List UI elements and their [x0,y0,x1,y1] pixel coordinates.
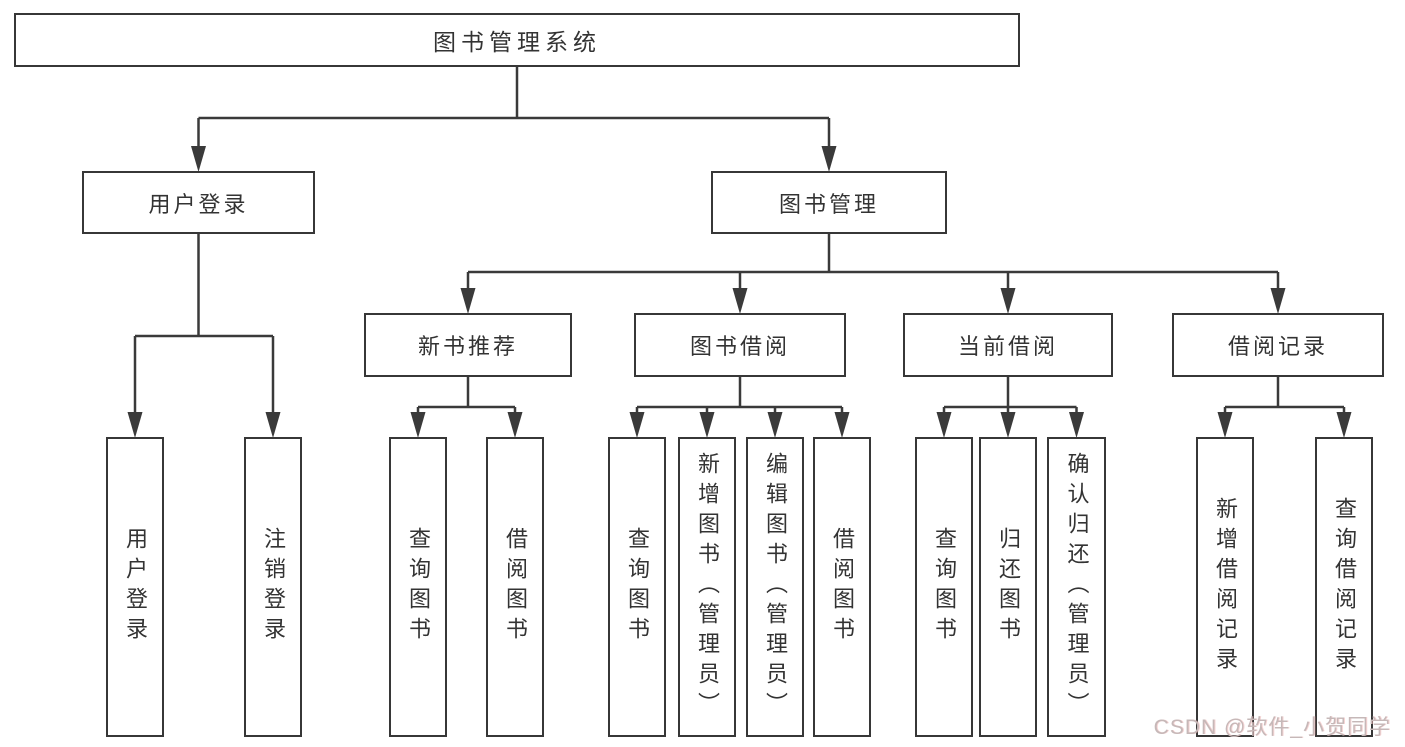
node-leaf-query-book-2: 查询图书 [608,437,666,737]
node-label: 借阅图书 [830,527,855,647]
arrowhead-icon [460,288,476,314]
node-leaf-borrow-book-1: 借阅图书 [486,437,544,737]
connector-lines [466,234,1280,303]
node-book-mgmt: 图书管理 [711,171,947,234]
arrowhead-icon [834,412,850,438]
node-user-login: 用户登录 [82,171,315,234]
node-label: 归还图书 [996,527,1021,647]
node-leaf-add-record: 新增借阅记录 [1196,437,1254,737]
arrowhead-icon [127,412,143,438]
arrowhead-icon [936,412,952,438]
node-leaf-add-book: 新增图书（管理员） [678,437,736,737]
node-leaf-confirm-return: 确认归还（管理员） [1047,437,1106,737]
arrowhead-icon [1000,412,1016,438]
node-label: 借阅图书 [503,527,528,647]
node-label: 用户登录 [148,191,249,217]
arrowhead-icon [1000,288,1016,314]
node-leaf-borrow-book-2: 借阅图书 [813,437,871,737]
node-leaf-user-login: 用户登录 [106,437,164,737]
node-leaf-return-book: 归还图书 [979,437,1037,737]
node-label: 查询图书 [932,527,957,647]
node-leaf-logout: 注销登录 [244,437,302,737]
arrowhead-icon [1217,412,1233,438]
arrowhead-icon [265,412,281,438]
node-borrow-records: 借阅记录 [1172,313,1384,377]
arrowhead-icon [1069,412,1084,438]
node-label: 图书管理系统 [433,29,601,55]
node-label: 用户登录 [123,527,148,647]
arrowhead-icon [821,146,837,172]
node-label: 当前借阅 [957,334,1058,359]
node-label: 注销登录 [261,527,286,647]
arrowhead-icon [699,412,715,438]
node-leaf-query-book-1: 查询图书 [389,437,447,737]
node-leaf-query-book-3: 查询图书 [915,437,973,737]
connector-lines [197,67,831,161]
node-label: 借阅记录 [1227,334,1328,359]
connector-lines [133,234,275,427]
connector-lines [1223,377,1346,427]
node-root: 图书管理系统 [14,13,1020,67]
node-label: 确认归还（管理员） [1064,452,1090,722]
node-leaf-edit-book: 编辑图书（管理员） [746,437,804,737]
connector-lines [416,377,517,427]
node-label: 编辑图书（管理员） [763,452,788,722]
node-current-borrow: 当前借阅 [903,313,1113,377]
arrowhead-icon [507,412,523,438]
node-label: 查询图书 [406,527,431,647]
arrowhead-icon [191,146,206,172]
connector-lines [635,377,844,427]
arrowhead-icon [1336,412,1352,438]
node-label: 查询图书 [625,527,650,647]
arrowhead-icon [629,412,645,438]
node-label: 查询借阅记录 [1332,497,1357,677]
node-label: 图书管理 [778,191,879,217]
arrowhead-icon [410,412,426,438]
node-label: 新增图书（管理员） [695,452,720,722]
node-label: 图书借阅 [689,334,790,359]
arrowhead-icon [732,288,748,314]
arrowhead-icon [1270,288,1286,314]
node-leaf-query-record: 查询借阅记录 [1315,437,1373,737]
node-label: 新增借阅记录 [1213,497,1238,677]
node-new-book-rec: 新书推荐 [364,313,572,377]
arrowhead-icon [767,412,783,438]
node-label: 新书推荐 [417,334,518,359]
node-book-borrow: 图书借阅 [634,313,846,377]
